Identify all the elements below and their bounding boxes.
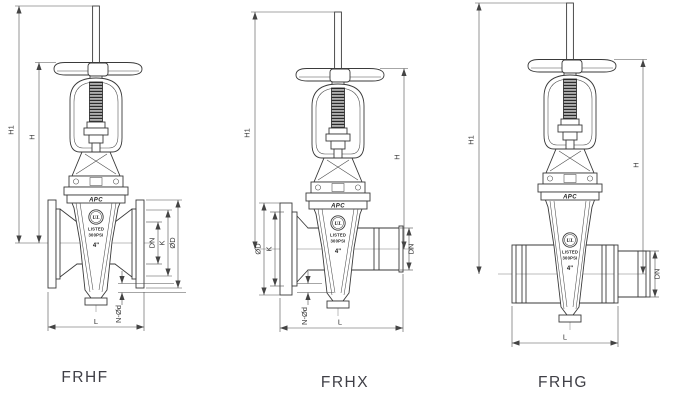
frhg-dim-h1: H1 (467, 135, 476, 145)
frhf-dimensions: H1 H DN K ØD N-Ød L (7, 5, 186, 331)
frhg-dim-dn: DN (653, 269, 662, 280)
frhf-dim-n-od: N-Ød (114, 305, 123, 323)
frhx-groove-end (398, 225, 404, 273)
frhg-dim-h: H (632, 162, 641, 167)
frhf-dim-dn: DN (148, 238, 157, 249)
frhf-left-flange (47, 199, 57, 289)
frhx-dim-dn: DN (407, 244, 416, 255)
frhx-dimensions: H1 H ØD K DN N-Ød L (243, 11, 416, 332)
frhg-caption: FRHG (538, 374, 588, 391)
frhf-dim-od: ØD (168, 237, 177, 249)
frhx-caption: FRHX (321, 374, 369, 391)
frhf-dim-k: K (158, 240, 167, 245)
valve-frhf: H1 H DN K ØD N-Ød L FRHF (7, 5, 186, 386)
frhg-body (498, 195, 651, 330)
frhf-dim-h1: H1 (7, 125, 16, 135)
frhg-left-groove-end (511, 244, 517, 304)
frhf-caption: FRHF (61, 369, 108, 386)
frhx-dim-l: L (338, 318, 342, 327)
frhx-dim-od: ØD (254, 243, 263, 255)
frhf-body (40, 197, 152, 312)
valve-frhg: H1 H DN L FRHG (467, 2, 662, 391)
valve-frhx: H1 H ØD K DN N-Ød L FRHX (243, 11, 416, 391)
frhx-left-flange (279, 202, 293, 296)
frhx-dim-k: K (265, 246, 274, 251)
frhf-right-flange (135, 199, 145, 289)
frhf-dim-h: H (28, 134, 37, 139)
frhg-dim-l: L (563, 333, 567, 342)
frhx-body (260, 202, 414, 316)
frhf-dim-l: L (94, 317, 98, 326)
frhg-right-groove-end (645, 250, 651, 298)
frhg-dimensions: H1 H DN L (467, 2, 662, 347)
frhx-dim-n-od: N-Ød (300, 307, 309, 325)
frhx-dim-h1: H1 (243, 128, 252, 138)
frhx-dim-h: H (393, 154, 402, 159)
